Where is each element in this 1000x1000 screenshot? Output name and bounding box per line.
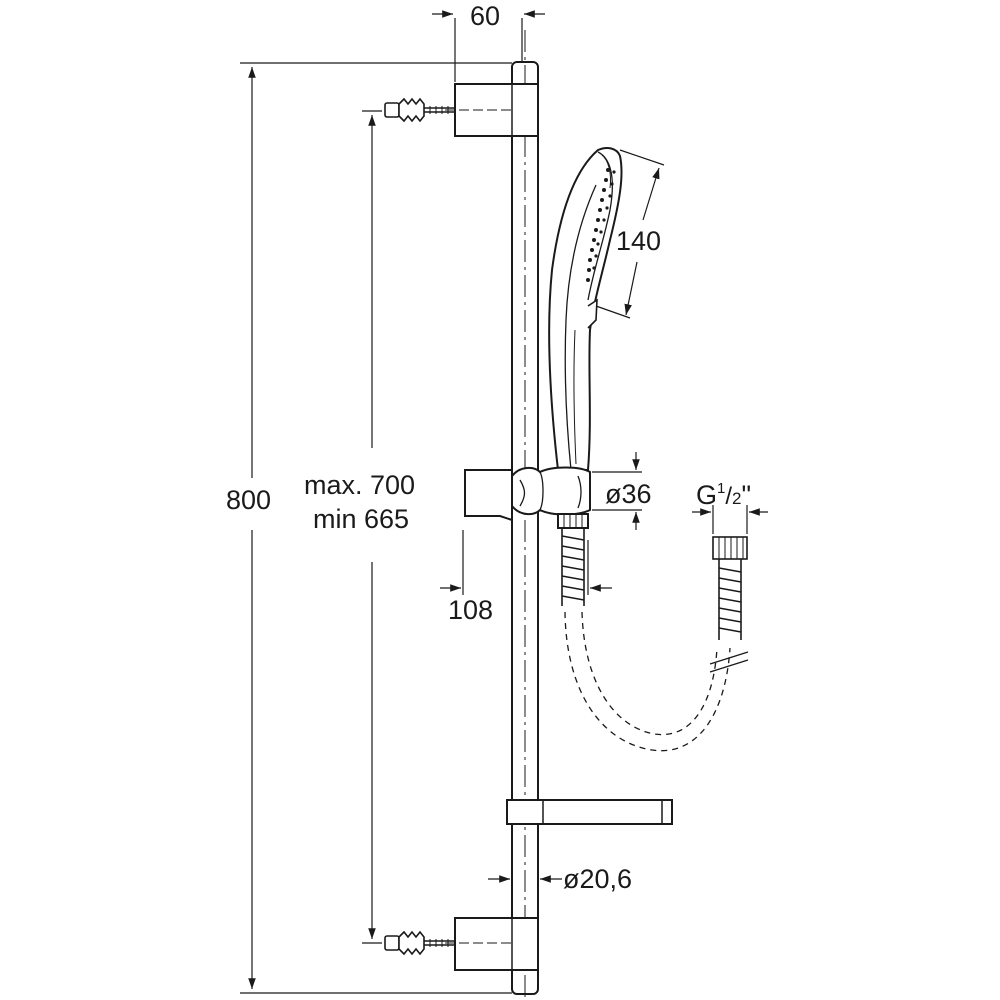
thread-slash: /	[725, 483, 733, 510]
dimension-total-height	[240, 62, 512, 994]
top-wall-plug	[384, 97, 455, 123]
hose-end-right	[709, 536, 749, 673]
hose-loop-inner	[581, 611, 718, 736]
label-rail-diameter: ø20,6	[563, 864, 633, 894]
label-thread-size: G1/2"	[696, 481, 751, 509]
thread-denominator: 2	[732, 489, 742, 508]
soap-dish	[506, 799, 673, 825]
thread-prefix: G	[696, 480, 718, 510]
handshower	[548, 147, 623, 471]
dimension-bracket-offset	[432, 10, 545, 82]
handshower-holder	[464, 466, 591, 522]
bottom-wall-bracket	[445, 917, 539, 971]
label-holder-diameter: ø36	[605, 479, 652, 509]
label-mount-span-max: max. 700	[304, 470, 416, 500]
dimension-mount-span	[362, 110, 382, 944]
thread-numerator: 1	[717, 480, 726, 497]
dimension-holder-depth	[440, 530, 612, 595]
dimension-handshower-length	[595, 149, 665, 319]
label-mount-span-min: min 665	[313, 504, 410, 534]
hose-nut-holder	[557, 513, 589, 529]
hose-end-left	[561, 528, 585, 606]
top-wall-bracket	[445, 83, 539, 137]
nozzle-dots	[586, 168, 616, 282]
label-holder-depth: 108	[448, 595, 494, 625]
bottom-wall-plug	[384, 930, 455, 956]
thread-suffix: "	[741, 480, 752, 510]
label-handshower-length: 140	[616, 226, 662, 256]
dimension-thread	[692, 505, 768, 534]
slide-rail	[511, 30, 539, 1000]
dimension-holder-diameter	[592, 452, 642, 530]
label-bracket-offset: 60	[470, 1, 501, 31]
hose-loop	[564, 611, 731, 752]
label-total-height: 800	[226, 485, 272, 515]
